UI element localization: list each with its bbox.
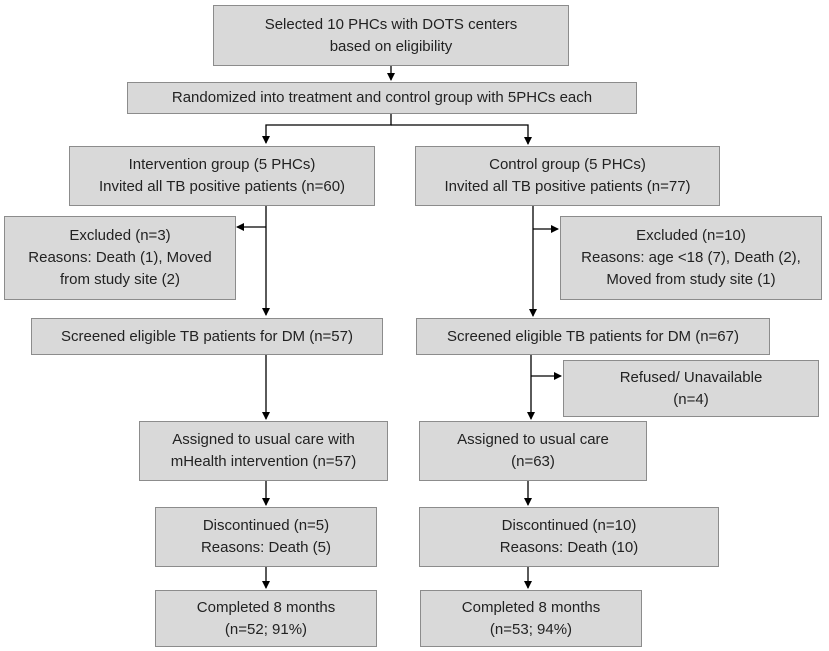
- control-group-box: Control group (5 PHCs) Invited all TB po…: [415, 146, 720, 206]
- control-discontinued-box: Discontinued (n=10) Reasons: Death (10): [419, 507, 719, 567]
- box-line: Assigned to usual care: [457, 431, 609, 448]
- selected-phcs-box: Selected 10 PHCs with DOTS centers based…: [213, 5, 569, 66]
- box-line: Control group (5 PHCs): [489, 156, 646, 173]
- randomized-box: Randomized into treatment and control gr…: [127, 82, 637, 114]
- intervention-completed-box: Completed 8 months (n=52; 91%): [155, 590, 377, 647]
- box-line: Screened eligible TB patients for DM (n=…: [447, 327, 739, 345]
- control-excluded-box: Excluded (n=10) Reasons: age <18 (7), De…: [560, 216, 822, 300]
- box-line: Completed 8 months: [196, 598, 336, 616]
- arrow-randomized-split-right: [391, 124, 532, 145]
- box-line: Selected 10 PHCs with DOTS centers: [264, 15, 518, 33]
- arrow-randomized-split: [262, 113, 392, 144]
- control-refused-box: Refused/ Unavailable (n=4): [563, 360, 819, 417]
- intervention-group-box: Intervention group (5 PHCs) Invited all …: [69, 146, 375, 206]
- box-line: Reasons: age <18 (7), Death (2),: [581, 249, 801, 266]
- box-line: Assigned to usual care with: [172, 431, 355, 448]
- box-line: Discontinued (n=10): [501, 517, 637, 534]
- box-line: from study site (2): [59, 271, 181, 288]
- box-line: Moved from study site (1): [606, 271, 776, 288]
- intervention-assigned-box: Assigned to usual care with mHealth inte…: [139, 421, 388, 481]
- box-line: Invited all TB positive patients (n=60): [98, 178, 346, 195]
- box-line: Screened eligible TB patients for DM (n=…: [61, 327, 353, 345]
- box-line: Randomized into treatment and control gr…: [171, 89, 593, 106]
- intervention-excluded-box: Excluded (n=3) Reasons: Death (1), Moved…: [4, 216, 236, 300]
- intervention-discontinued-box: Discontinued (n=5) Reasons: Death (5): [155, 507, 377, 567]
- box-line: (n=4): [673, 390, 709, 408]
- box-line: mHealth intervention (n=57): [170, 453, 357, 470]
- intervention-screened-box: Screened eligible TB patients for DM (n=…: [31, 318, 383, 355]
- box-line: Invited all TB positive patients (n=77): [444, 178, 691, 195]
- box-line: Completed 8 months: [461, 598, 601, 616]
- box-line: Reasons: Death (5): [200, 539, 332, 556]
- box-line: Excluded (n=10): [636, 227, 746, 244]
- box-line: Reasons: Death (1), Moved: [28, 249, 212, 266]
- box-line: (n=63): [511, 453, 555, 470]
- control-screened-box: Screened eligible TB patients for DM (n=…: [416, 318, 770, 355]
- box-line: (n=53; 94%): [489, 620, 573, 638]
- box-line: based on eligibility: [329, 37, 453, 55]
- box-line: (n=52; 91%): [224, 620, 308, 638]
- control-completed-box: Completed 8 months (n=53; 94%): [420, 590, 642, 647]
- control-assigned-box: Assigned to usual care (n=63): [419, 421, 647, 481]
- box-line: Refused/ Unavailable: [619, 368, 763, 386]
- box-line: Discontinued (n=5): [202, 517, 330, 534]
- box-line: Excluded (n=3): [69, 227, 171, 244]
- box-line: Reasons: Death (10): [499, 539, 639, 556]
- box-line: Intervention group (5 PHCs): [128, 156, 316, 173]
